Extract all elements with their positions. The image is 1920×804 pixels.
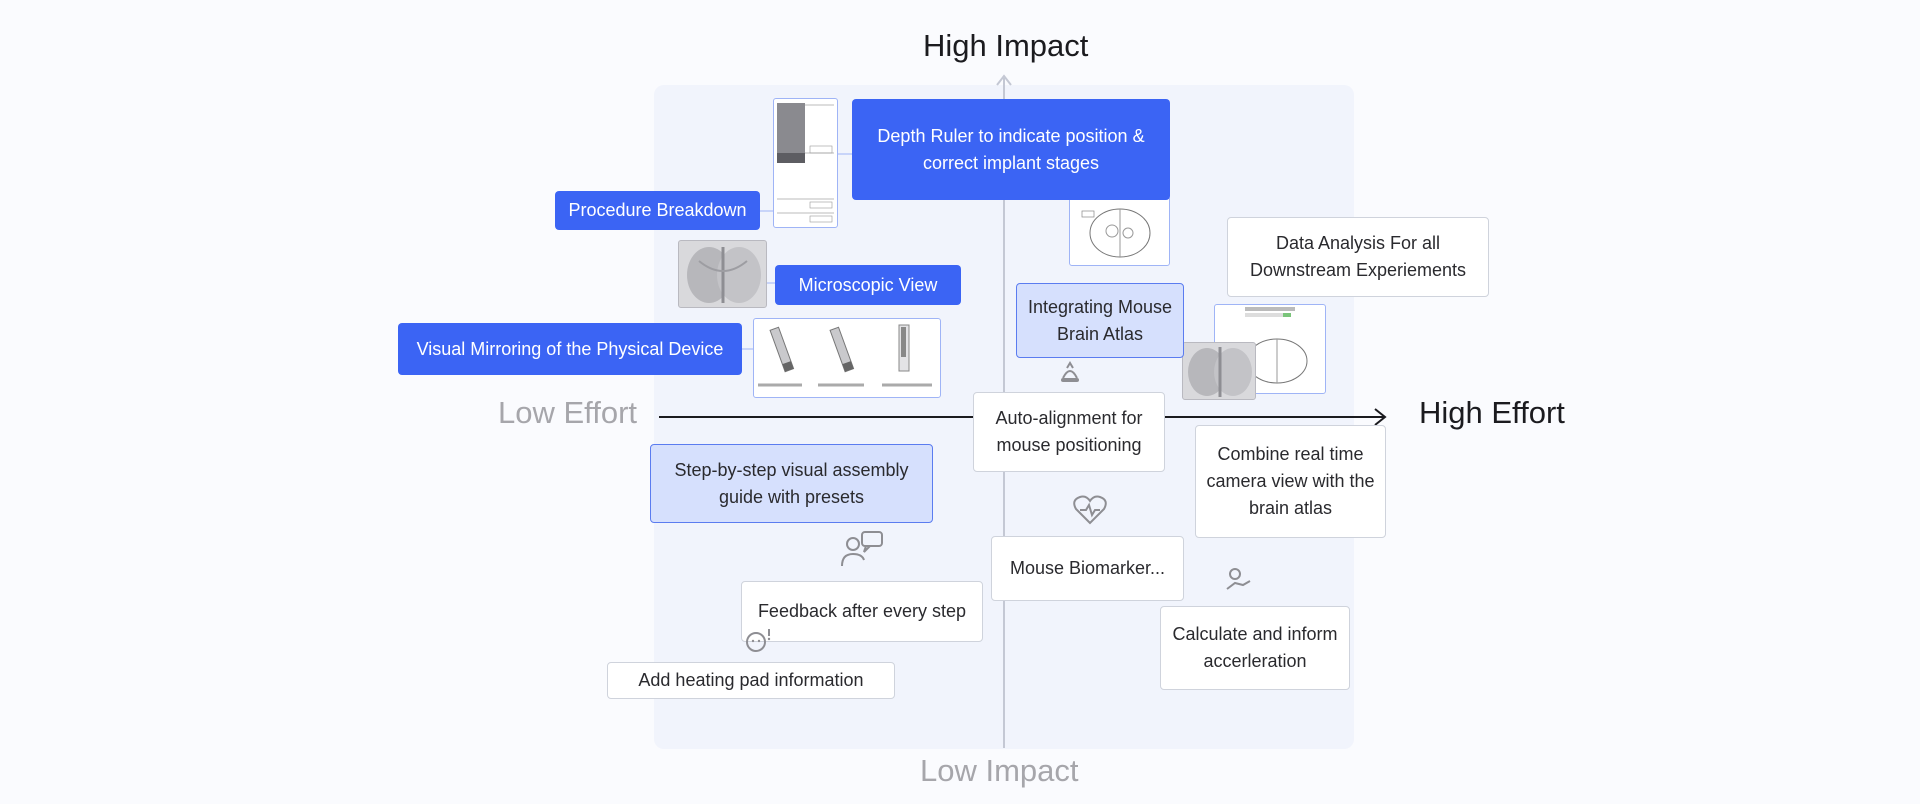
brain-atlas-thumbnail <box>1069 196 1170 266</box>
vertical-axis-arrow <box>996 74 1012 86</box>
heart-pulse-icon <box>1073 495 1107 525</box>
card-procedure-breakdown: Procedure Breakdown <box>555 191 760 230</box>
microscope-image-thumbnail <box>678 240 767 308</box>
card-combine-camera: Combine real time camera view with the b… <box>1195 425 1386 538</box>
card-depth-ruler: Depth Ruler to indicate position & corre… <box>852 99 1170 200</box>
device-mirroring-thumbnail <box>753 318 941 398</box>
brain-section-sketch <box>1081 208 1151 258</box>
device-sketches <box>758 324 932 387</box>
card-mouse-biomarker: Mouse Biomarker... <box>991 536 1184 601</box>
axis-label-bottom: Low Impact <box>920 753 1079 788</box>
card-data-analysis: Data Analysis For all Downstream Experie… <box>1227 217 1489 297</box>
card-auto-alignment: Auto-alignment for mouse positioning <box>973 392 1165 472</box>
card-integrating-atlas: Integrating Mouse Brain Atlas <box>1016 283 1184 358</box>
card-calculate-acceleration: Calculate and inform accerleration <box>1160 606 1350 690</box>
baby-alert-icon <box>746 629 771 652</box>
axis-label-top: High Impact <box>923 28 1089 63</box>
card-feedback: Feedback after every step <box>741 581 983 642</box>
microscope-overlay-image <box>1188 347 1252 397</box>
depth-ruler-sketch <box>777 103 834 223</box>
depth-ruler-thumbnail <box>773 98 838 228</box>
card-heating-pad: Add heating pad information <box>607 662 895 699</box>
rotate-icon <box>1061 361 1079 382</box>
card-microscopic-view: Microscopic View <box>775 265 961 305</box>
hand-coin-icon <box>1226 568 1251 590</box>
axis-label-right: High Effort <box>1419 395 1565 430</box>
card-visual-mirroring: Visual Mirroring of the Physical Device <box>398 323 742 375</box>
horizontal-axis-arrow <box>1374 408 1387 426</box>
chat-person-icon <box>841 531 883 567</box>
axis-label-left: Low Effort <box>498 395 638 430</box>
microscope-overlay-thumbnail <box>1182 342 1256 400</box>
card-step-by-step: Step-by-step visual assembly guide with … <box>650 444 933 523</box>
microscope-image <box>687 247 761 303</box>
